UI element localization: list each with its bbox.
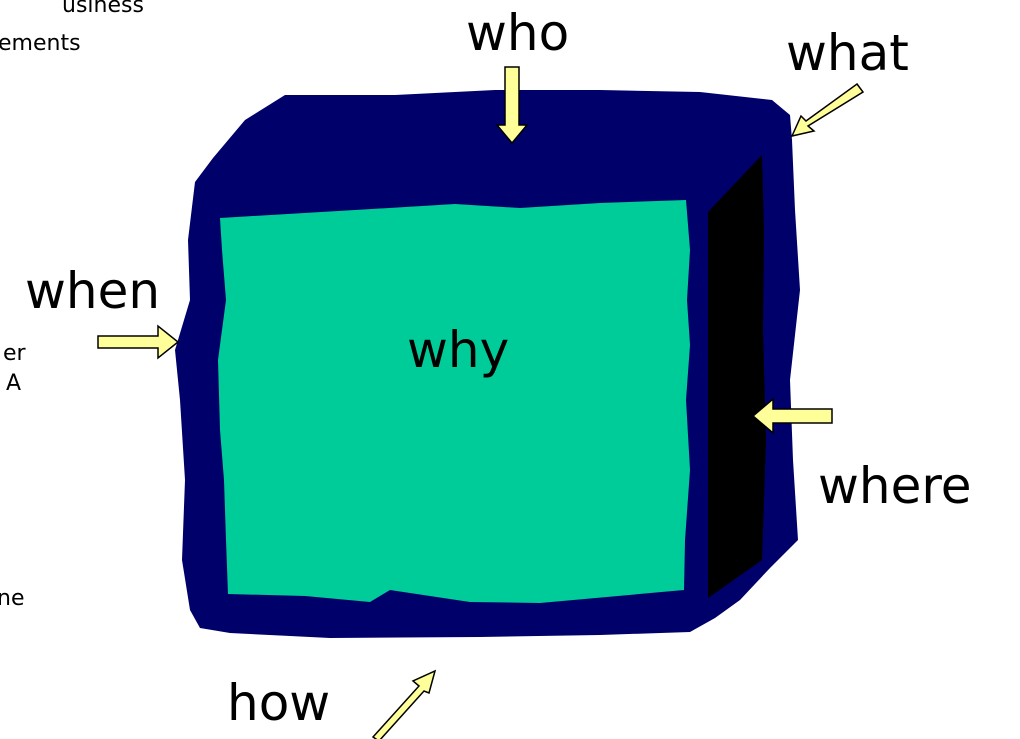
label-what: what	[786, 25, 909, 81]
label-where: where	[818, 458, 972, 514]
label-how: how	[227, 675, 330, 731]
arrow-down-left-icon	[792, 84, 863, 136]
label-who: who	[466, 5, 569, 61]
label-why: why	[407, 322, 509, 378]
arrow-up-right-icon	[373, 671, 435, 739]
cube-side-panel	[708, 155, 766, 598]
arrow-right-icon	[98, 326, 178, 358]
cube-front-face	[218, 200, 690, 603]
label-when: when	[25, 263, 160, 319]
